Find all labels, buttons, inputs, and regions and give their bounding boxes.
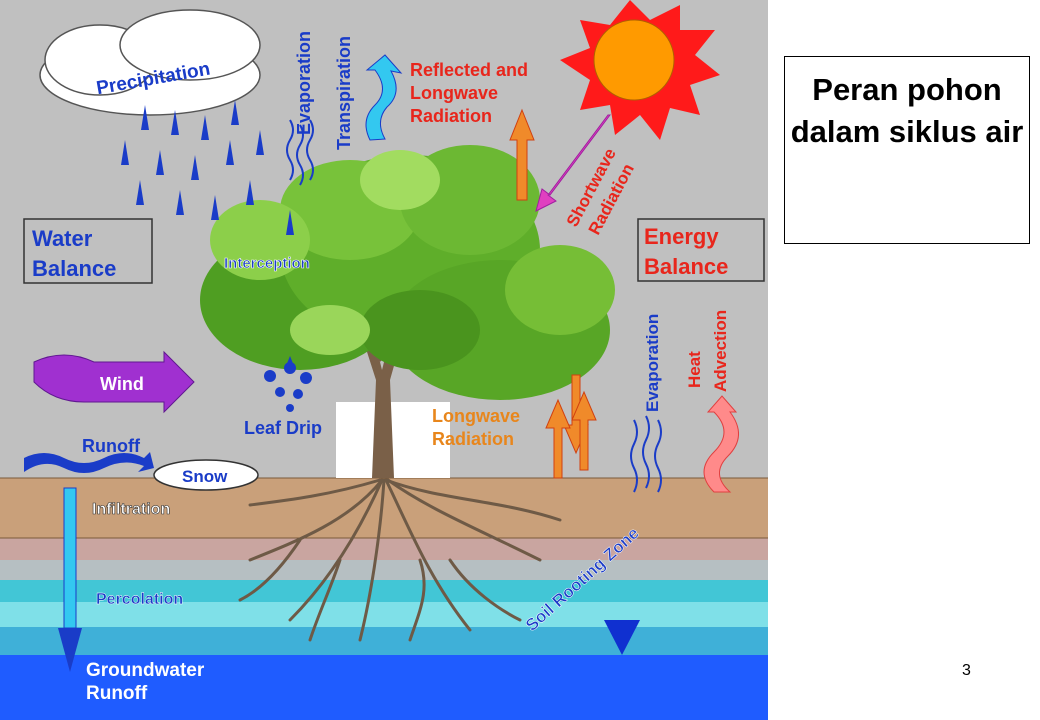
shortwave-radiation-arrow <box>535 114 611 212</box>
soil-layer-lower <box>0 538 768 560</box>
water-balance-label-2: Balance <box>32 256 116 281</box>
runoff-label: Runoff <box>82 436 141 456</box>
reflected-radiation-label-1: Reflected and <box>410 60 528 80</box>
heat-advection-label-2: Advection <box>711 310 730 392</box>
transition-layer <box>0 560 768 580</box>
wind-label: Wind <box>100 374 144 394</box>
evaporation-label-top: Evaporation <box>294 31 314 135</box>
longwave-arrow-up-2 <box>571 390 597 471</box>
leaf-drip-drops <box>264 356 312 412</box>
longwave-radiation-label-2: Radiation <box>432 429 514 449</box>
slide-title-box: Peran pohon dalam siklus air <box>784 56 1030 244</box>
leaf-drip-label: Leaf Drip <box>244 418 322 438</box>
tree-foliage <box>200 145 615 400</box>
snow-patch <box>153 459 259 491</box>
energy-balance-label-2: Balance <box>644 254 728 279</box>
percolation-label: Percolation <box>96 591 183 608</box>
aquifer-layer-2 <box>0 602 768 627</box>
aquifer-layer <box>0 580 768 602</box>
aquifer-layer-3 <box>0 627 768 655</box>
groundwater-layer <box>0 655 768 720</box>
cloud <box>39 9 261 116</box>
reflected-radiation-label-3: Radiation <box>410 106 492 126</box>
reflected-radiation-arrow <box>509 108 535 201</box>
infiltration-arrow-head <box>58 628 82 672</box>
rain-drops <box>121 100 294 235</box>
reflected-radiation-label-2: Longwave <box>410 83 498 103</box>
groundwater-label-2: Runoff <box>86 683 148 704</box>
tree-trunk <box>360 330 404 478</box>
water-balance-box <box>23 218 153 284</box>
heat-advection-arrow <box>703 395 739 493</box>
evaporation-label-right: Evaporation <box>643 314 662 412</box>
infiltration-arrow-shaft <box>63 487 77 629</box>
water-cycle-diagram: Precipitation Evaporation Transpiration … <box>0 0 768 720</box>
evaporation-wisps-top <box>286 119 314 186</box>
water-table-marker <box>604 620 640 655</box>
page-number: 3 <box>962 662 971 679</box>
evaporation-wisps-right <box>630 415 662 493</box>
interception-label: Interception <box>224 255 310 272</box>
longwave-arrow-up-1 <box>545 398 571 479</box>
tree-roots <box>238 478 562 642</box>
sun <box>560 0 720 140</box>
slide-title: Peran pohon dalam siklus air <box>790 72 1024 149</box>
heat-advection-label-1: Heat <box>685 351 704 388</box>
water-balance-label-1: Water <box>32 226 93 251</box>
groundwater-label-1: Groundwater <box>86 660 205 681</box>
infiltration-label: Infiltration <box>92 501 170 518</box>
wind-arrow <box>33 350 195 414</box>
snow-label: Snow <box>182 467 228 486</box>
energy-balance-box <box>637 218 765 282</box>
runoff-arrow <box>24 452 154 473</box>
longwave-radiation-label-1: Longwave <box>432 406 520 426</box>
transpiration-arrow <box>365 54 403 141</box>
transpiration-label: Transpiration <box>334 36 354 150</box>
energy-balance-label-1: Energy <box>644 224 719 249</box>
